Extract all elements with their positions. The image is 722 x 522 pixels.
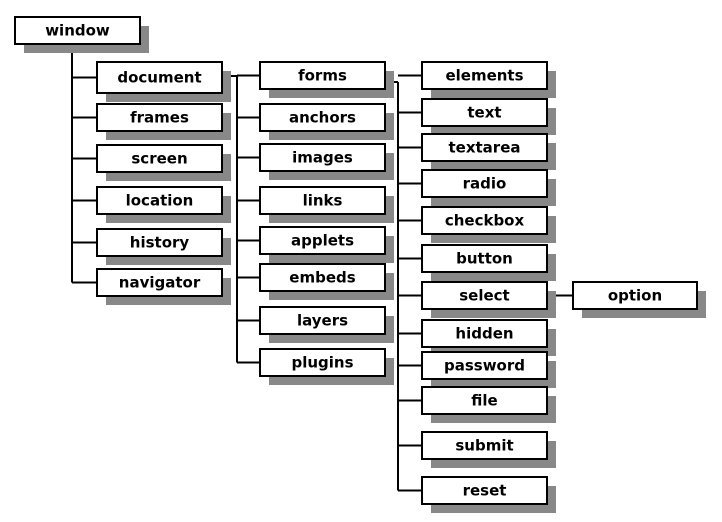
- node-textarea-label: textarea: [448, 139, 520, 157]
- node-history-label: history: [130, 234, 190, 252]
- node-window-box: [14, 16, 141, 45]
- node-option: option: [572, 281, 706, 318]
- node-elements-label: elements: [445, 67, 523, 85]
- node-plugins: plugins: [259, 348, 394, 385]
- node-textarea: textarea: [421, 133, 556, 170]
- node-images: images: [259, 143, 394, 180]
- node-text: text: [421, 98, 556, 135]
- node-document: document: [96, 61, 231, 102]
- node-file-label: file: [471, 392, 497, 410]
- node-applets-label: applets: [291, 232, 354, 250]
- node-applets-box: [259, 226, 386, 255]
- node-plugins-label: plugins: [291, 354, 353, 372]
- node-frames-box: [96, 103, 223, 132]
- node-submit-label: submit: [455, 437, 513, 455]
- node-forms-box: [259, 61, 386, 90]
- node-textarea-box: [421, 133, 548, 162]
- node-submit-box: [421, 431, 548, 460]
- node-password-box: [421, 351, 548, 380]
- node-checkbox-box: [421, 206, 548, 235]
- node-text-label: text: [467, 104, 501, 122]
- node-forms-label: forms: [298, 67, 347, 85]
- node-elements-box: [421, 61, 548, 90]
- node-screen-box: [96, 144, 223, 173]
- node-embeds-box: [259, 263, 386, 292]
- node-boxes: window document frames screen location histor…: [14, 16, 706, 513]
- node-elements: elements: [421, 61, 556, 98]
- node-radio-box: [421, 169, 548, 198]
- node-images-label: images: [292, 149, 353, 167]
- node-checkbox-label: checkbox: [445, 212, 525, 230]
- node-applets: applets: [259, 226, 394, 263]
- node-links: links: [259, 186, 394, 223]
- node-location-label: location: [126, 192, 194, 210]
- node-submit: submit: [421, 431, 556, 468]
- node-file: file: [421, 386, 556, 423]
- node-document-box: [96, 61, 223, 94]
- node-layers-label: layers: [297, 312, 348, 330]
- connector-lines: [71, 44, 573, 492]
- node-button-box: [421, 244, 548, 273]
- node-checkbox: checkbox: [421, 206, 556, 243]
- node-embeds-label: embeds: [289, 269, 355, 287]
- node-frames: frames: [96, 103, 231, 140]
- node-password-label: password: [444, 357, 525, 375]
- node-anchors: anchors: [259, 103, 394, 140]
- node-hidden-label: hidden: [455, 325, 513, 343]
- node-text-box: [421, 98, 548, 127]
- node-password: password: [421, 351, 556, 388]
- node-location-box: [96, 186, 223, 215]
- node-anchors-label: anchors: [289, 109, 356, 127]
- node-history-box: [96, 228, 223, 257]
- node-forms: forms: [259, 61, 394, 98]
- node-window: window: [14, 16, 149, 53]
- node-links-label: links: [303, 192, 343, 210]
- node-hidden: hidden: [421, 319, 556, 356]
- node-location: location: [96, 186, 231, 223]
- node-images-box: [259, 143, 386, 172]
- node-select: select: [421, 281, 556, 318]
- node-select-box: [421, 281, 548, 310]
- node-hidden-box: [421, 319, 548, 348]
- node-reset-label: reset: [463, 482, 507, 500]
- node-layers-box: [259, 306, 386, 335]
- node-history: history: [96, 228, 231, 265]
- node-links-box: [259, 186, 386, 215]
- node-file-box: [421, 386, 548, 415]
- node-reset-box: [421, 476, 548, 505]
- node-document-label: document: [117, 69, 201, 87]
- node-anchors-box: [259, 103, 386, 132]
- node-navigator: navigator: [96, 268, 231, 305]
- node-layers: layers: [259, 306, 394, 343]
- node-navigator-label: navigator: [119, 274, 201, 292]
- node-option-label: option: [608, 287, 662, 305]
- node-screen-label: screen: [131, 150, 187, 168]
- node-plugins-box: [259, 348, 386, 377]
- node-button-label: button: [456, 250, 513, 268]
- node-navigator-box: [96, 268, 223, 297]
- node-frames-label: frames: [130, 109, 189, 127]
- node-window-label: window: [45, 22, 110, 40]
- node-option-box: [572, 281, 698, 310]
- node-radio-label: radio: [463, 175, 507, 193]
- node-select-label: select: [459, 287, 509, 305]
- node-radio: radio: [421, 169, 556, 206]
- node-embeds: embeds: [259, 263, 394, 300]
- node-reset: reset: [421, 476, 556, 513]
- node-screen: screen: [96, 144, 231, 181]
- node-button: button: [421, 244, 556, 281]
